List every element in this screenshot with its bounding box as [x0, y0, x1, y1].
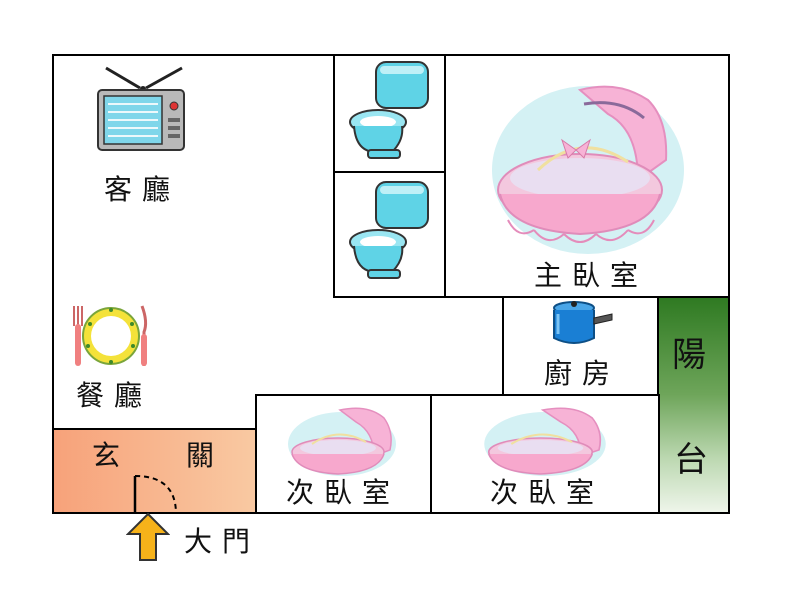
cradle-icon: [492, 85, 684, 254]
kitchen-label: 廚房: [544, 357, 621, 390]
foyer-label-left: 玄: [92, 439, 131, 472]
foyer: [52, 428, 257, 514]
second-bedroom-right-label: 次臥室: [490, 476, 605, 509]
arrow-up-icon: [126, 512, 170, 561]
plate-cutlery-icon: [73, 305, 148, 366]
dining-room-label: 餐廳: [76, 379, 153, 412]
entrance-label: 大門: [184, 525, 261, 558]
balcony-label-bottom: 台: [674, 440, 708, 480]
balcony-label-top: 陽: [672, 335, 706, 375]
tv-icon: [97, 66, 185, 151]
cradle-icon: [484, 407, 606, 476]
door-swing-icon: [133, 475, 177, 514]
toilet-icon: [349, 61, 429, 159]
foyer-label-right: 關: [186, 439, 225, 472]
cradle-icon: [288, 407, 396, 476]
pot-icon: [553, 301, 613, 344]
living-room-label: 客廳: [104, 173, 181, 206]
second-bedroom-left-label: 次臥室: [286, 476, 401, 509]
master-bedroom-label: 主臥室: [534, 259, 649, 292]
toilet-icon: [349, 181, 429, 279]
balcony: [657, 296, 730, 514]
